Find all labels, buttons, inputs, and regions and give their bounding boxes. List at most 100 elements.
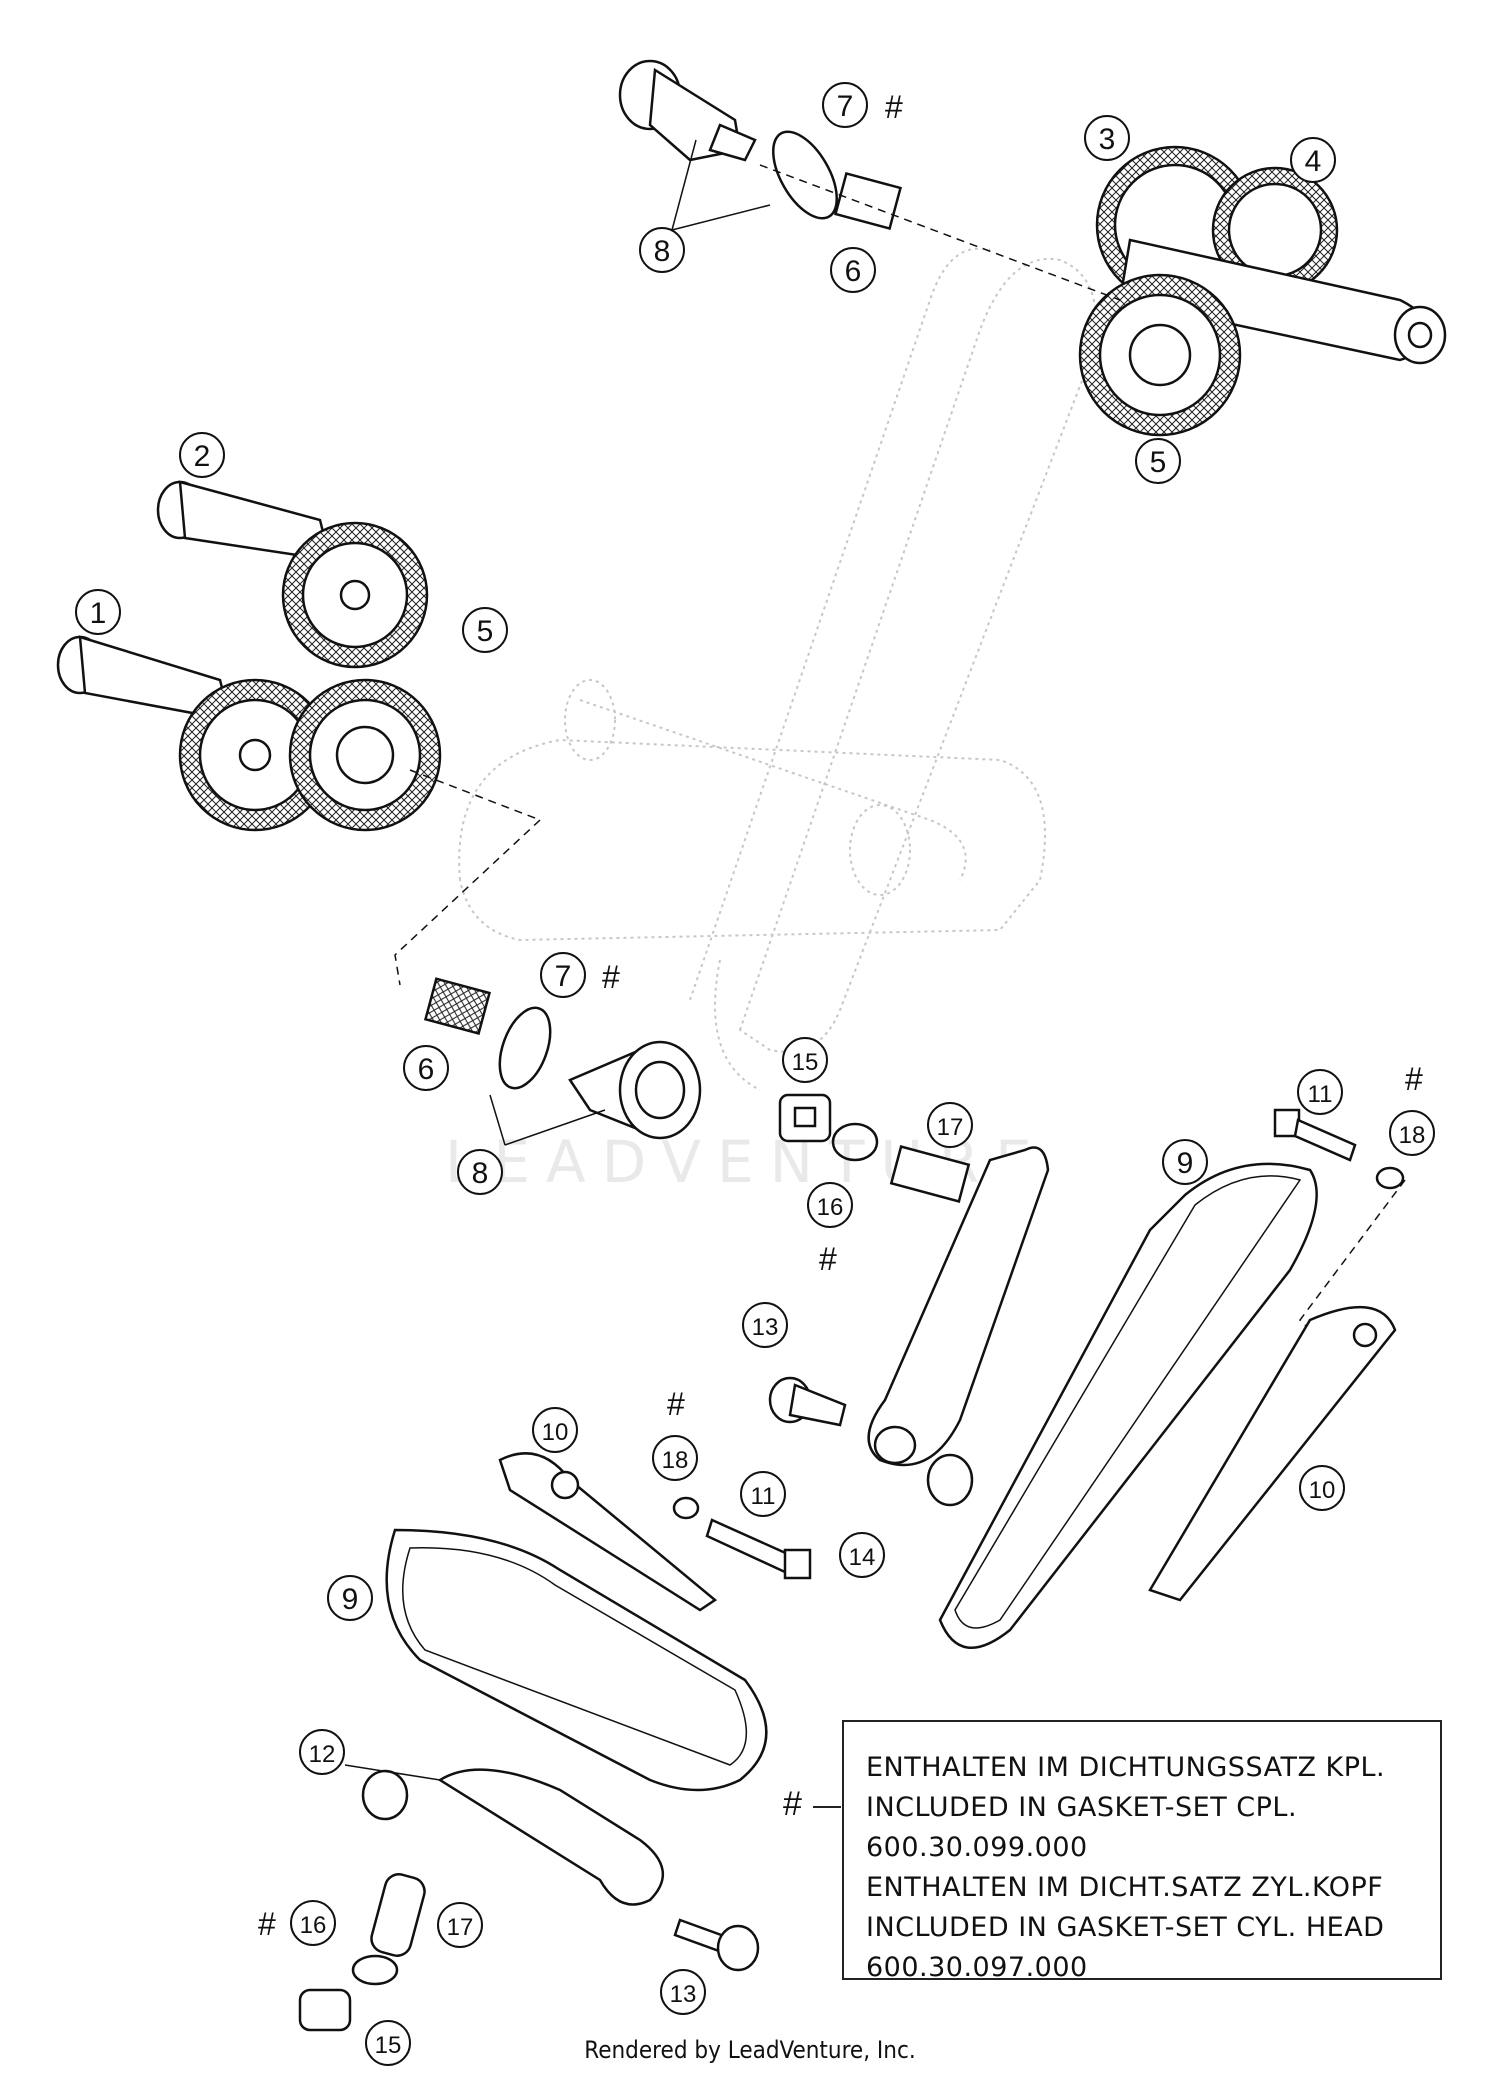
svg-text:11: 11	[751, 1483, 776, 1510]
callout-labels: 1 2 3 4 5 5 6 6 7 7 8 8 9 9 10 10 11 11 …	[75, 82, 1435, 2066]
svg-text:5: 5	[477, 615, 494, 648]
legend-line-4: ENTHALTEN IM DICHT.SATZ ZYL.KOPF	[866, 1872, 1384, 1903]
lower-leader-line-12	[344, 1764, 441, 1781]
svg-text:7: 7	[555, 960, 572, 993]
lower-timing-chain	[385, 1528, 768, 1792]
legend-line-1: ENTHALTEN IM DICHTUNGSSATZ KPL.	[866, 1752, 1386, 1783]
callout-9-upper: 9	[1162, 1139, 1208, 1185]
legend-line-3: 600.30.099.000	[866, 1832, 1088, 1863]
svg-text:2: 2	[194, 440, 211, 473]
tensioner-guide-rail	[867, 1146, 1050, 1507]
svg-text:9: 9	[342, 1583, 359, 1616]
footer-credit: Rendered by LeadVenture, Inc.	[584, 2036, 916, 2064]
svg-text:1: 1	[90, 597, 107, 630]
svg-text:8: 8	[472, 1157, 489, 1190]
callout-18-upper: 18	[1389, 1110, 1435, 1156]
svg-text:16: 16	[300, 1912, 327, 1939]
middle-leader-lines	[489, 1094, 606, 1146]
svg-text:17: 17	[447, 1914, 474, 1941]
gasket-set-legend: ENTHALTEN IM DICHTUNGSSATZ KPL. INCLUDED…	[842, 1720, 1442, 1983]
callout-3: 3	[1084, 115, 1130, 161]
upper-bolt-11	[1273, 1108, 1405, 1190]
svg-text:4: 4	[1305, 145, 1322, 178]
svg-text:13: 13	[670, 1981, 697, 2008]
callout-6-upper: 6	[830, 247, 876, 293]
callout-6-middle: 6	[403, 1045, 449, 1091]
right-dash-bracket	[1299, 1179, 1406, 1341]
hash-mark-18-lower: #	[667, 1386, 685, 1422]
svg-text:11: 11	[1308, 1081, 1333, 1108]
hash-mark-7-middle: #	[602, 959, 620, 995]
svg-text:13: 13	[752, 1314, 779, 1341]
hash-mark-7-upper: #	[885, 89, 903, 125]
legend-leader-dash	[813, 1806, 841, 1808]
svg-text:8: 8	[654, 235, 671, 268]
svg-text:12: 12	[309, 1741, 336, 1768]
callout-14: 14	[839, 1532, 885, 1578]
svg-text:17: 17	[937, 1114, 964, 1141]
hash-marks: # # # # # #	[258, 89, 1423, 1942]
callout-13-upper: 13	[742, 1302, 788, 1348]
callout-2: 2	[179, 432, 225, 478]
lower-plug-group	[298, 1873, 426, 2032]
right-chain-guide	[1148, 1305, 1397, 1602]
callout-11-lower: 11	[740, 1471, 786, 1517]
callout-17-lower: 17	[437, 1902, 483, 1948]
upper-right-camshaft-assembly	[1078, 145, 1447, 437]
callout-8-upper: 8	[639, 227, 685, 273]
upper-bearing-pin	[618, 59, 903, 231]
svg-text:18: 18	[662, 1447, 689, 1474]
left-axis-dash	[409, 769, 541, 821]
svg-text:6: 6	[845, 255, 862, 288]
callout-10-right: 10	[1299, 1465, 1345, 1511]
legend-line-5: INCLUDED IN GASKET-SET CYL. HEAD	[866, 1912, 1385, 1943]
callout-7-upper: 7	[822, 82, 868, 128]
svg-text:5: 5	[1150, 446, 1167, 479]
upper-bolt-13	[768, 1376, 847, 1427]
left-camshaft-upper	[156, 480, 429, 669]
hash-mark-16-lower: #	[258, 1906, 276, 1942]
lower-tensioner-rail	[361, 1768, 760, 1972]
lower-bolt-11	[672, 1496, 812, 1580]
legend-line-2: INCLUDED IN GASKET-SET CPL.	[866, 1792, 1298, 1823]
background-engine-outline	[458, 247, 1097, 1091]
legend-hash-symbol: #	[783, 1785, 802, 1823]
callout-7-middle: 7	[540, 952, 586, 998]
upper-timing-chain	[938, 1162, 1318, 1650]
callout-11-upper: 11	[1297, 1069, 1343, 1115]
callout-5-upper: 5	[1135, 438, 1181, 484]
svg-text:15: 15	[792, 1049, 819, 1076]
callout-15-lower: 15	[365, 2020, 411, 2066]
svg-text:7: 7	[837, 90, 854, 123]
svg-text:18: 18	[1399, 1122, 1426, 1149]
callout-15-upper: 15	[782, 1037, 828, 1083]
left-camshaft-lower	[56, 635, 442, 832]
lower-chain-guide	[498, 1452, 718, 1612]
svg-text:14: 14	[849, 1544, 876, 1571]
svg-text:6: 6	[418, 1053, 435, 1086]
legend-line-6: 600.30.097.000	[866, 1952, 1088, 1983]
svg-text:10: 10	[1309, 1477, 1336, 1504]
svg-text:9: 9	[1177, 1147, 1194, 1180]
hash-mark-18-upper: #	[1405, 1061, 1423, 1097]
callout-9-lower: 9	[327, 1575, 373, 1621]
upper-plug-group	[778, 1093, 971, 1203]
callout-1: 1	[75, 589, 121, 635]
callout-12: 12	[299, 1729, 345, 1775]
middle-bearing-pin	[423, 977, 702, 1140]
callout-16-upper: 16	[807, 1182, 853, 1228]
svg-text:10: 10	[542, 1419, 569, 1446]
callout-18-lower: 18	[652, 1435, 698, 1481]
svg-text:15: 15	[375, 2032, 402, 2059]
callout-13-lower: 13	[660, 1969, 706, 2015]
upper-leader-lines	[671, 139, 1121, 301]
svg-text:16: 16	[817, 1194, 844, 1221]
callout-16-lower: 16	[290, 1900, 336, 1946]
callout-17-upper: 17	[927, 1102, 973, 1148]
left-leader-bracket	[394, 819, 541, 986]
hash-mark-16-upper: #	[819, 1241, 837, 1277]
callout-10-lower: 10	[532, 1407, 578, 1453]
callout-5-left: 5	[462, 607, 508, 653]
callout-8-middle: 8	[457, 1149, 503, 1195]
